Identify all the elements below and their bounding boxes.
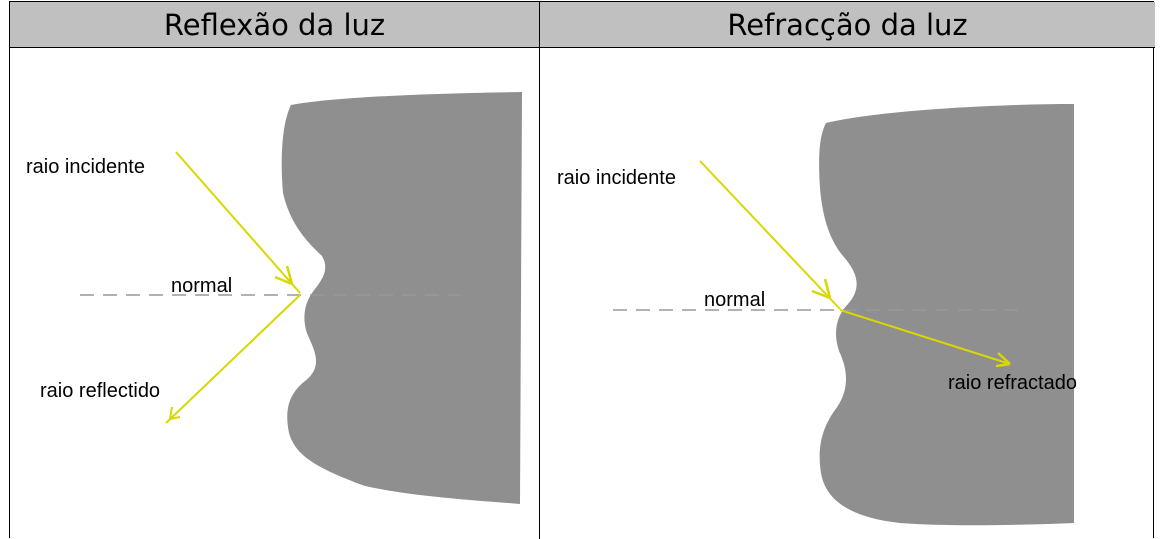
incident-ray-label: raio incidente xyxy=(557,167,676,189)
refracted-ray-label: raio refractado xyxy=(948,372,1077,394)
refracted-ray-arrowhead xyxy=(995,352,1011,368)
normal-label: normal xyxy=(171,275,232,297)
reflected-ray-arrowhead xyxy=(169,406,181,420)
reflection-diagram: raio incidente normal raio reflectido xyxy=(26,92,522,504)
refracting-surface xyxy=(819,104,1074,526)
refraction-diagram: raio incidente normal raio refractado xyxy=(557,104,1077,526)
incident-ray-label: raio incidente xyxy=(26,156,145,178)
reflected-ray xyxy=(165,294,301,424)
comparison-table: Reflexão da luz Refracção da luz raio in… xyxy=(9,1,1155,539)
incident-ray xyxy=(699,160,841,310)
reflection-title: Reflexão da luz xyxy=(10,2,540,48)
incident-ray xyxy=(175,151,301,294)
incident-ray-arrowhead xyxy=(274,265,294,286)
incident-ray-arrowhead xyxy=(811,278,832,300)
refraction-panel: raio incidente normal raio refractado xyxy=(540,48,1155,539)
normal-label: normal xyxy=(704,289,765,311)
refraction-title: Refracção da luz xyxy=(540,2,1155,48)
reflected-ray-label: raio reflectido xyxy=(40,380,160,402)
refracted-ray xyxy=(839,309,1011,365)
reflection-panel: raio incidente normal raio reflectido xyxy=(10,48,540,539)
reflecting-surface xyxy=(281,92,522,504)
